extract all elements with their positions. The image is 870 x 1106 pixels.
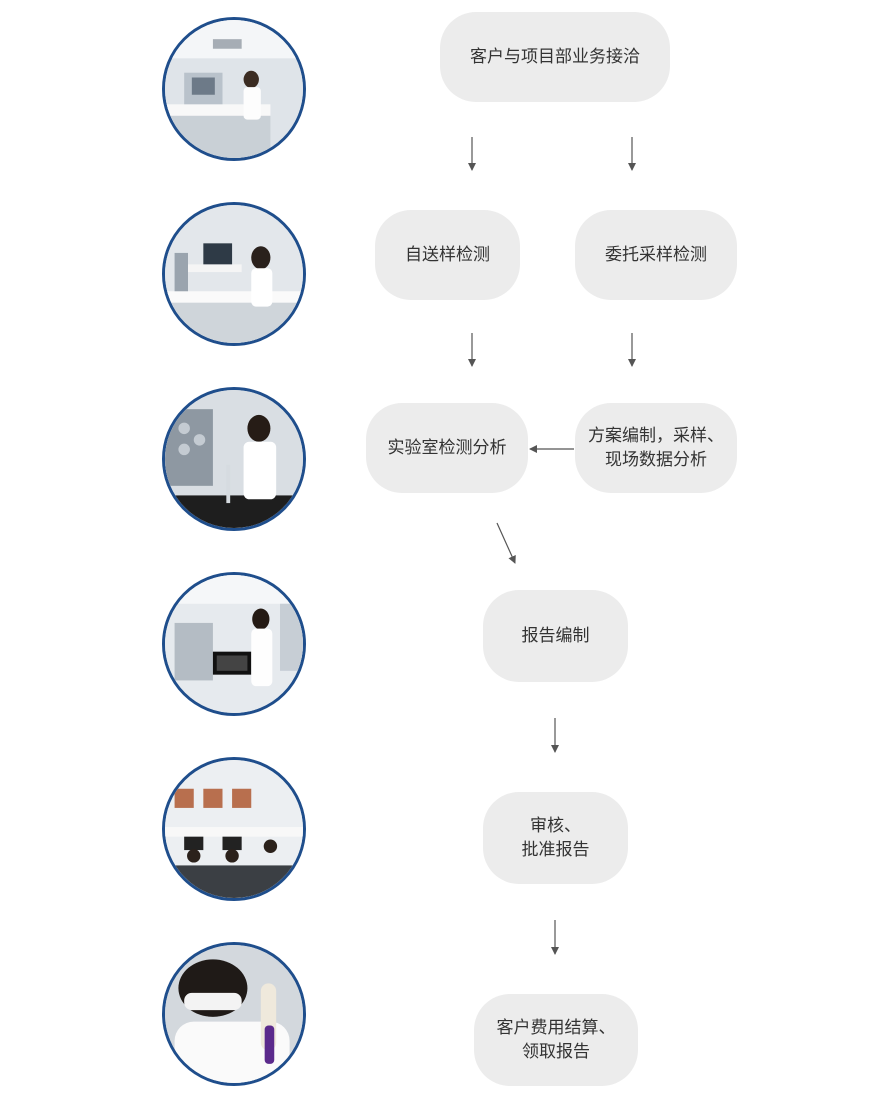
step-entrusted-sampling-testing: 委托采样检测 [575,210,737,300]
step-report-compilation: 报告编制 [483,590,628,682]
lab-photo-technician-computer [162,202,306,346]
step-label: 审核、 批准报告 [521,816,590,860]
step-label: 委托采样检测 [605,245,707,265]
step-review-approve-report: 审核、 批准报告 [483,792,628,884]
lab-photo-image [165,760,303,898]
step-customer-consultation: 客户与项目部业务接洽 [440,12,670,102]
lab-photo-image [165,20,303,158]
step-plan-sampling-field-analysis: 方案编制，采样、 现场数据分析 [575,403,737,493]
step-label: 自送样检测 [405,245,490,265]
lab-photo-image [165,205,303,343]
step-label: 实验室检测分析 [387,438,507,458]
step-label: 客户费用结算、 领取报告 [496,1018,616,1062]
step-label: 报告编制 [521,626,590,646]
step-payment-collect-report: 客户费用结算、 领取报告 [474,994,638,1086]
lab-photo-instrument-room [162,17,306,161]
lab-photo-image [165,390,303,528]
lab-photo-test-tube [162,942,306,1086]
lab-photo-image [165,945,303,1083]
arrow-diagonal-icon [496,522,516,564]
step-label: 客户与项目部业务接洽 [470,47,640,67]
step-self-sample-testing: 自送样检测 [375,210,520,300]
step-label: 方案编制，采样、 现场数据分析 [588,426,724,470]
lab-photo-pipetting [162,572,306,716]
lab-photo-office-team [162,757,306,901]
lab-photo-analyst-glassware [162,387,306,531]
lab-photo-image [165,575,303,713]
step-lab-analysis: 实验室检测分析 [366,403,528,493]
